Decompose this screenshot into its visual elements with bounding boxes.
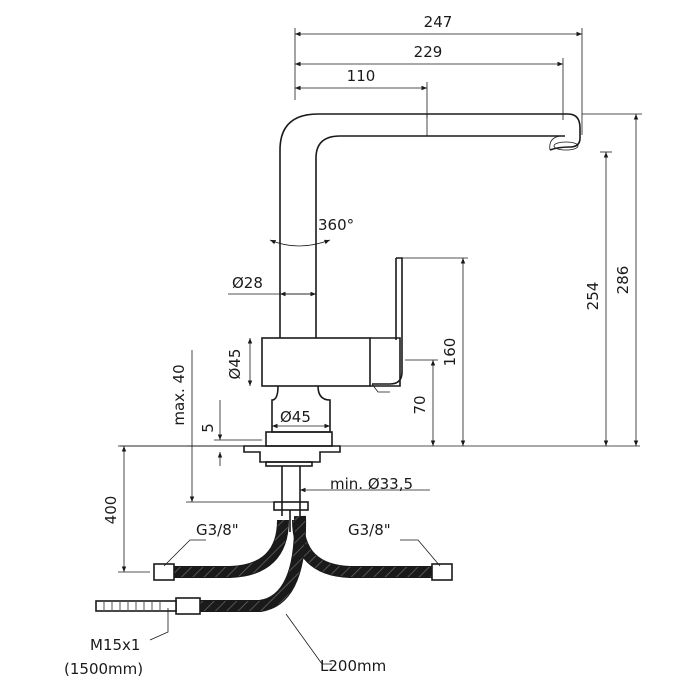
dim-height-outlet: 254 [584,282,602,311]
label-connection-left: G3/8" [196,521,239,539]
dimension-body-diameter: Ø45 [226,338,253,386]
dimension-160: 160 [402,257,468,446]
dim-hole-diameter: min. Ø33,5 [330,475,413,493]
callout-supply-hose: L200mm [285,613,386,675]
dim-width-pullout: 110 [347,67,376,85]
rotation-indicator: 360° [269,216,354,247]
dimension-229: 229 [295,43,564,120]
dim-height-total: 286 [614,266,632,295]
dimension-hose-length: 400 [102,445,244,573]
dimension-max-thickness: max. 40 [170,350,280,503]
dim-height-lever: 160 [441,338,459,367]
dim-rotation: 360° [318,216,354,234]
label-pullout-hose-length: (1500mm) [64,660,143,678]
dimension-base-diameter: Ø45 [272,408,330,429]
dimension-base-gap: 5 [199,400,262,466]
faucet-spout [279,113,581,338]
label-pullout-thread: M15x1 [90,636,140,654]
callout-left-connection: G3/8" [163,521,239,567]
dim-base-gap: 5 [199,423,217,433]
dimension-spout-diameter: Ø28 [228,274,316,297]
callout-pullout-hose: M15x1 (1500mm) [64,608,169,678]
faucet-body [261,257,403,447]
dimension-70: 70 [405,359,438,446]
dim-spout-diameter: Ø28 [232,274,263,292]
mounting-assembly [243,445,341,532]
supply-hoses [95,515,453,615]
dimension-286: 286 [582,113,642,446]
dimension-110: 110 [295,67,428,118]
label-connection-right: G3/8" [348,521,391,539]
dimension-hole-diameter: min. Ø33,5 [300,475,430,493]
dim-hose-length: 400 [102,496,120,525]
dim-max-thickness: max. 40 [170,364,188,425]
dimension-254: 254 [584,151,612,446]
dim-base-diameter: Ø45 [280,408,311,426]
label-supply-hose-length: L200mm [320,657,386,675]
dim-width-total: 247 [424,13,453,31]
dimension-247: 247 [294,13,583,135]
dim-body-diameter: Ø45 [226,349,244,380]
callout-right-connection: G3/8" [348,521,441,567]
dim-width-spout: 229 [414,43,443,61]
dim-height-body: 70 [411,395,429,414]
